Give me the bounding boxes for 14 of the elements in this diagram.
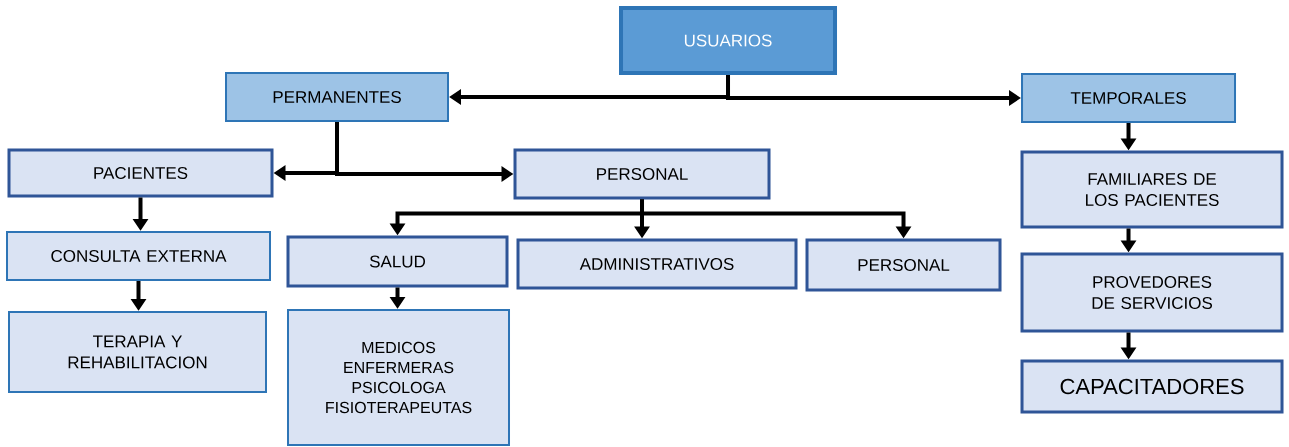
category-box: PERMANENTES [225, 72, 449, 122]
category-box: PROVEDORES DE SERVICIOS [1020, 252, 1284, 333]
category-box: USUARIOS [619, 6, 837, 75]
category-box: CONSULTA EXTERNA [6, 231, 271, 281]
category-box: PERSONAL [805, 238, 1002, 292]
category-box: ADMINISTRATIVOS [516, 238, 798, 290]
category-box: TERAPIA Y REHABILITACION [8, 311, 267, 393]
category-box: TEMPORALES [1021, 73, 1236, 123]
category-box: MEDICOS ENFERMERAS PSICOLOGA FISIOTERAPEUTAS [287, 309, 510, 446]
category-box: PERSONAL [513, 148, 771, 200]
category-box: SALUD [286, 235, 509, 288]
category-box: FAMILIARES DE LOS PACIENTES [1020, 150, 1284, 229]
category-box: PACIENTES [7, 148, 274, 198]
category-box: CAPACITADORES [1020, 359, 1284, 414]
